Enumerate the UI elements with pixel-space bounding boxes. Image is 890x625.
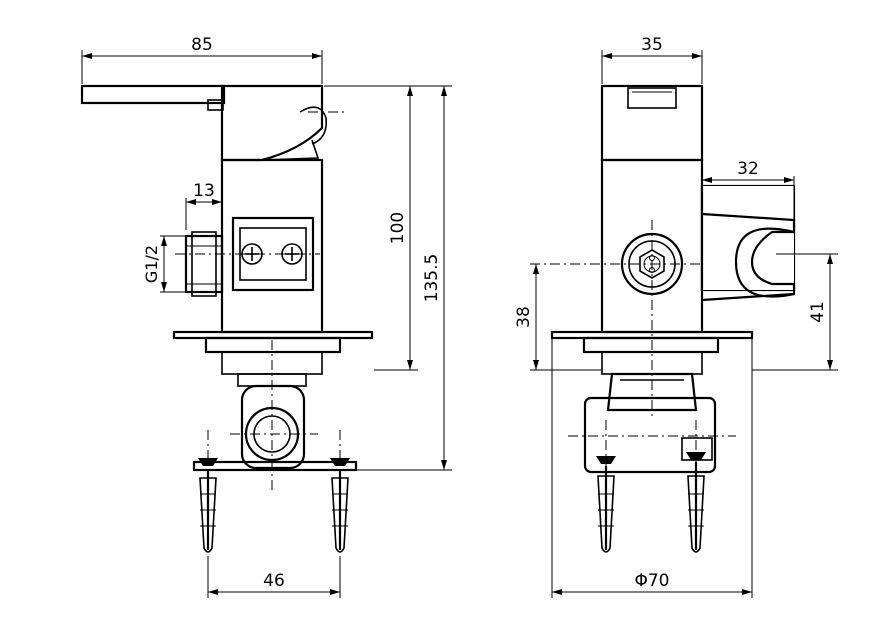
dim-label-46: 46 [263, 571, 285, 591]
dim-label-35: 35 [641, 35, 663, 55]
handle-lever [80, 84, 226, 105]
screw-head-right [330, 458, 350, 466]
handle-head [220, 84, 324, 162]
dim-label-41: 41 [808, 301, 828, 323]
inlet-thread [184, 234, 224, 294]
handle-top [600, 84, 704, 162]
left-view: 85 13 G1/2 100 135.5 46 [80, 35, 452, 598]
inlet-hex [191, 231, 217, 297]
flange-ring [204, 336, 342, 354]
holder-clip [701, 212, 796, 302]
front-flange-ring [582, 336, 720, 354]
connector-body [240, 384, 306, 470]
anchor-left [199, 477, 217, 553]
dim-label-38: 38 [514, 306, 534, 328]
dim-label-g12: G1/2 [142, 245, 161, 283]
dim-label-32: 32 [737, 159, 759, 179]
dim-label-85: 85 [191, 35, 213, 55]
dim-label-100: 100 [388, 212, 408, 244]
front-anchor-right [687, 475, 705, 553]
anchor-right [331, 477, 349, 553]
holder-clip-outer [734, 227, 795, 298]
dim-label-13: 13 [193, 181, 215, 201]
front-anchor-left [597, 475, 615, 553]
dim-label-135-5: 135.5 [422, 254, 442, 303]
dim-label-phi70: Φ70 [634, 571, 669, 591]
handle-cam [299, 106, 328, 145]
handle-neck [207, 99, 224, 111]
mount-bracket [192, 460, 358, 472]
handle-window [627, 87, 677, 109]
right-view: 35 32 38 41 Φ70 [514, 35, 838, 598]
side-plate [231, 216, 315, 292]
front-bracket-block [583, 396, 717, 474]
inlet-hex-nut [639, 249, 665, 279]
valve-body [220, 158, 324, 334]
screw-head-left [198, 458, 218, 466]
